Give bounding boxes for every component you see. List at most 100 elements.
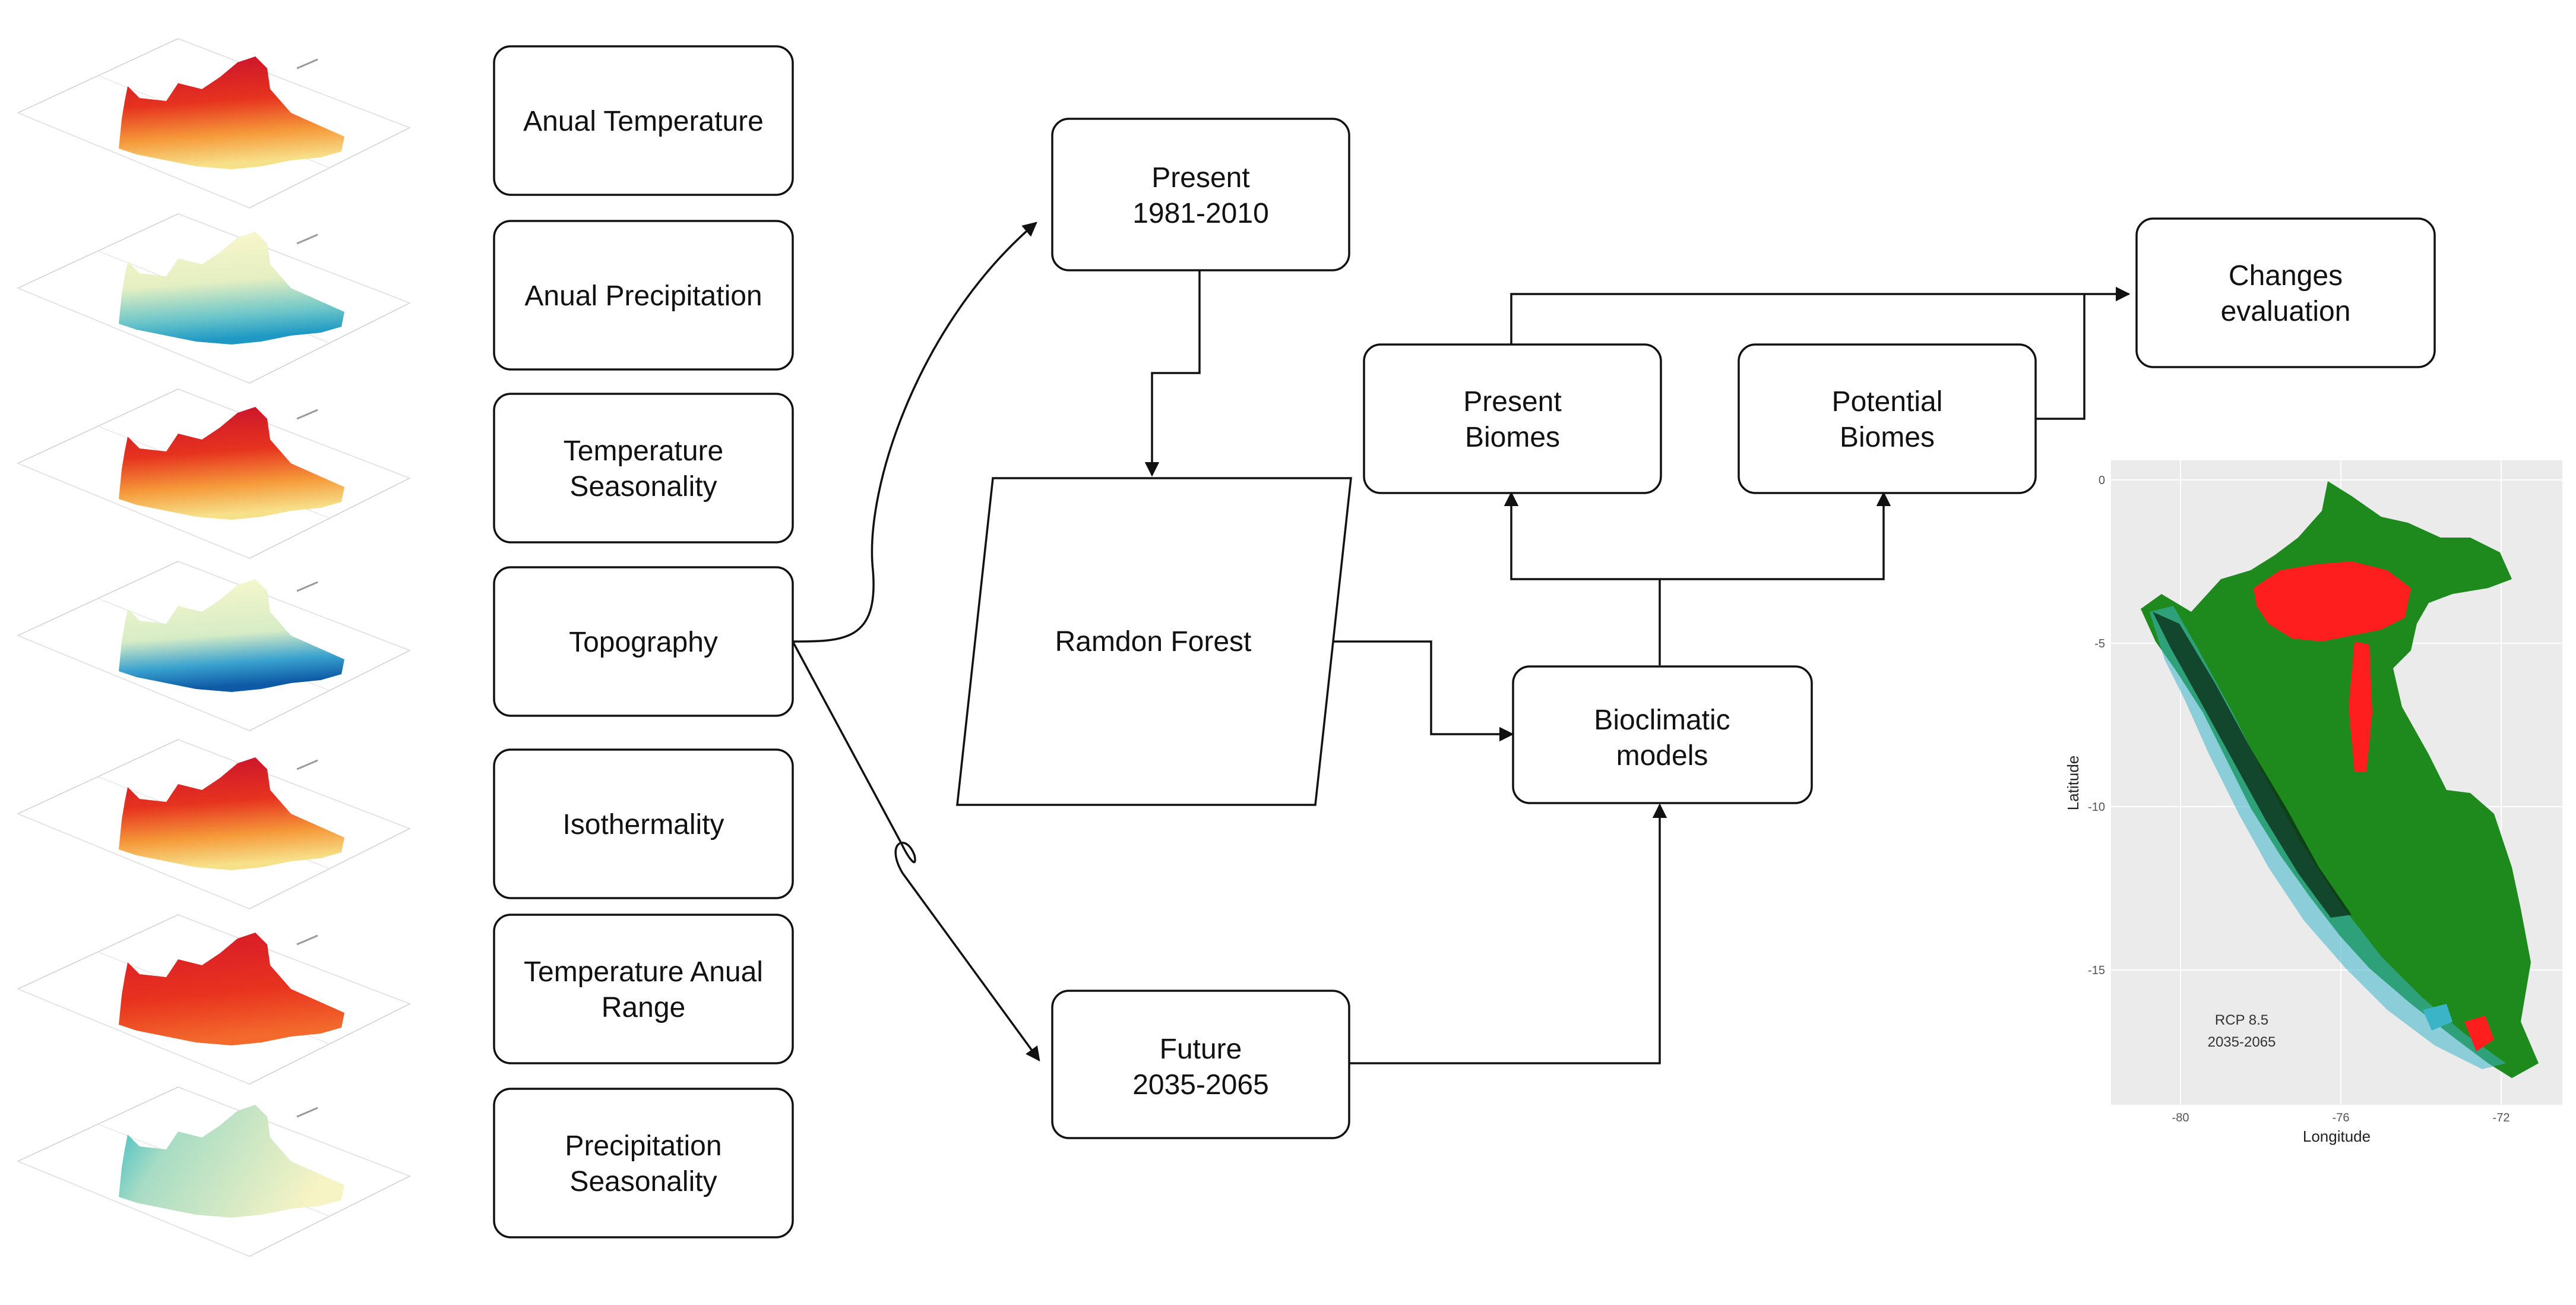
thumbnail-grid-line [178,388,410,479]
arrow-bioclimatic-to-potential-biomes [1660,491,1891,580]
changes-line1: Changes [2229,260,2343,292]
thumbnail-scale-mark [296,581,318,592]
southern-lake [2423,1004,2452,1031]
variable-label: Precipitation [565,1130,721,1162]
thumbnail-shape [119,232,344,345]
thumbnail-scale-mark [296,934,318,946]
y-tick: -5 [2094,637,2105,650]
thumbnail-grid-line [178,1086,410,1177]
future-period: 2035-2065 [1132,1069,1269,1101]
potential-biomes-node: Potential Biomes [1738,343,2037,494]
variable-label: Anual Precipitation [524,280,762,312]
variable-label: Isothermality [562,809,724,840]
variable-label: Seasonality [569,1166,717,1197]
random-forest-node: Ramdon Forest [956,477,1352,806]
present-title: Present [1151,162,1249,194]
variable-label: Seasonality [569,471,717,503]
arrow-present-to-random-forest [1144,270,1201,477]
thumbnail-grid-line [17,463,250,559]
variable-thumbnail-map [17,561,411,731]
arrow-bioclimatic-to-present-biomes [1504,491,1661,665]
x-axis-title: Longitude [2303,1127,2371,1145]
variable-thumbnail-map [17,213,411,384]
thumbnail-grid-line [178,561,410,651]
x-tick: -76 [2333,1111,2350,1124]
variable-thumbnail-map [17,739,411,909]
thumbnail-shape [119,933,344,1045]
variable-box-topography: Topography [493,566,794,717]
variable-box-annual-precipitation: Anual Precipitation [493,220,794,371]
random-forest-label: Ramdon Forest [1055,626,1252,658]
variable-thumbnail-map [17,1086,411,1257]
map-scenario-label: RCP 8.5 [2215,1012,2268,1028]
y-axis-title: Latitude [2064,756,2082,811]
variable-label: Anual Temperature [523,106,764,137]
climate-variable-thumbnails [17,38,411,1257]
changes-line2: evaluation [2221,296,2351,327]
variable-label: Topography [569,627,718,658]
y-tick: -15 [2088,964,2105,977]
present-biomes-line1: Present [1463,386,1561,418]
andes-dark-band [2153,612,2352,918]
thumbnail-grid-line [178,213,410,304]
variable-thumbnail-map [17,38,411,208]
present-node: Present 1981-2010 [1051,118,1350,271]
potential-biomes-line2: Biomes [1840,422,1935,453]
thumbnail-grid-line [17,1161,250,1257]
thumbnail-shape [119,407,344,520]
thumbnail-grid-line [17,287,250,384]
southern-change-patch [2464,1016,2494,1051]
thumbnail-grid-line [17,813,250,909]
thumbnail-scale-mark [296,233,318,245]
variable-thumbnail-map [17,388,411,559]
peru-outline [2141,481,2539,1078]
x-tick: -72 [2493,1111,2510,1124]
map-period-label: 2035-2065 [2208,1034,2276,1050]
bioclimatic-models-node: Bioclimatic models [1512,665,1813,804]
thumbnail-scale-mark [296,759,318,770]
variable-box-isothermality: Isothermality [493,748,794,899]
arrow-random-forest-to-bioclimatic [1327,640,1514,742]
thumbnail-grid-line [178,914,410,1004]
thumbnail-grid-line [178,739,410,829]
bioclimatic-title: Bioclimatic [1594,704,1730,736]
thumbnail-shape [119,1105,344,1218]
thumbnail-grid-line [17,635,250,731]
arrow-future-to-bioclimatic [1348,803,1667,1064]
x-tick: -80 [2172,1111,2189,1124]
thumbnail-grid-line [178,38,410,128]
amazon-change-strip [2349,642,2372,772]
thumbnail-scale-mark [296,58,318,69]
thumbnail-shape [119,579,344,692]
present-biomes-node: Present Biomes [1363,343,1662,494]
y-tick: -10 [2088,801,2105,814]
variable-thumbnail-map [17,914,411,1085]
arrow-topography-to-present [792,222,1037,643]
future-title: Future [1160,1034,1242,1065]
projection-map: RCP 8.5 2035-2065 0 -5 -10 -15 -80 -76 -… [2064,460,2562,1145]
variable-box-annual-temperature: Anual Temperature [493,45,794,196]
thumbnail-shape [119,757,344,870]
arrow-present-biomes-to-changes [1510,286,2131,345]
thumbnail-grid-line [17,988,250,1085]
potential-biomes-line1: Potential [1832,386,1943,418]
variable-label: Temperature [564,435,723,467]
present-period: 1981-2010 [1132,198,1269,229]
thumbnail-shape [119,56,344,169]
variable-label: Range [602,992,685,1023]
changes-evaluation-node: Changes evaluation [2135,217,2436,368]
thumbnail-grid-line [17,112,250,208]
arrow-topography-to-future [792,641,1040,1061]
present-biomes-line2: Biomes [1465,422,1560,453]
y-tick: 0 [2099,474,2105,487]
future-node: Future 2035-2065 [1051,990,1350,1139]
amazon-change-area [2254,561,2411,642]
bioclimatic-subtitle: models [1616,740,1708,772]
thumbnail-scale-mark [296,1107,318,1118]
variable-label: Temperature Anual [524,956,763,988]
